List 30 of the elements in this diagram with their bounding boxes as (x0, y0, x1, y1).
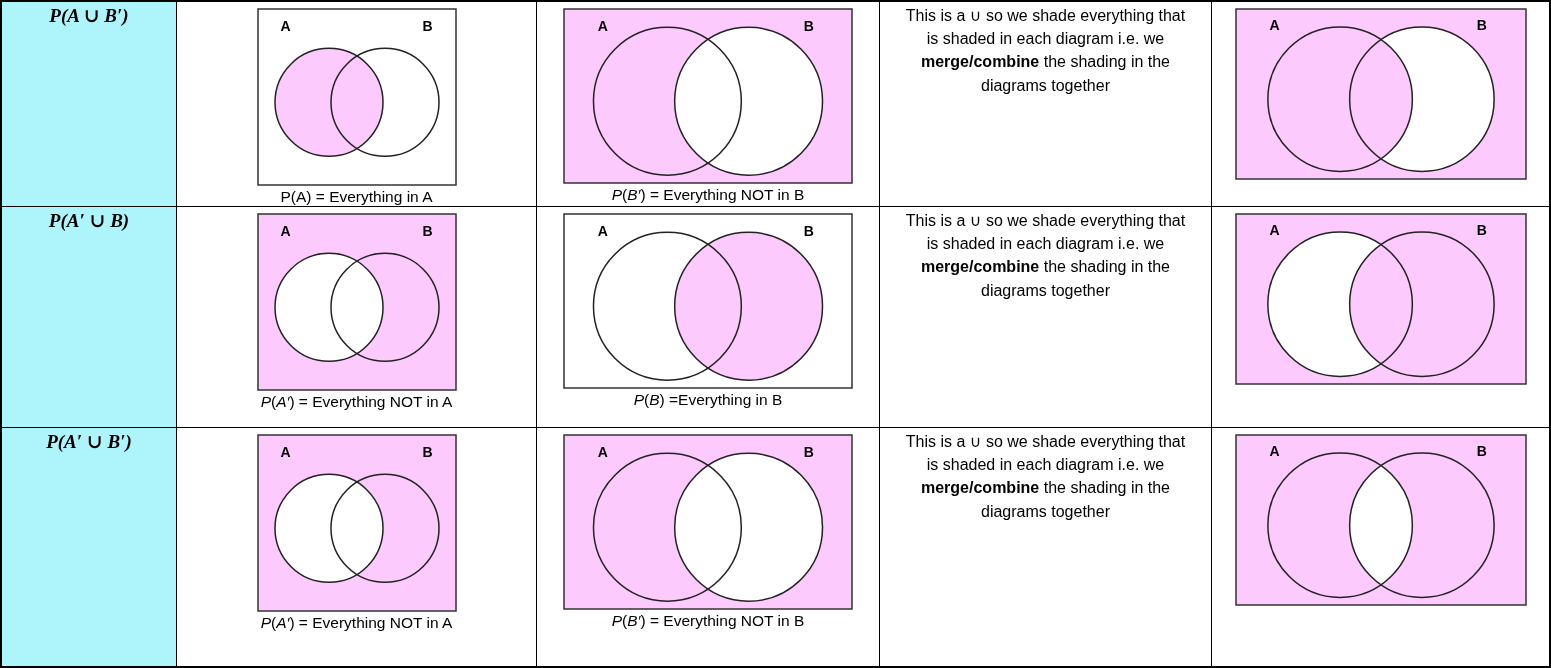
set-expression: P(A ∪ B′) (49, 4, 129, 27)
explanation-text: This is a ∪ so we shade everything that is shaded in each diagram i.e. we merge/combine the shading in the diagrams together (904, 432, 1187, 522)
set-label: B (1476, 444, 1487, 459)
explanation-text: This is a ∪ so we shade everything that is shaded in each diagram i.e. we merge/combine the shading in the diagrams together (904, 6, 1187, 96)
venn-caption: P(B′) = Everything NOT in B (611, 612, 805, 630)
set-label: A (597, 223, 608, 238)
venn-caption: P(B) =Everything in B (633, 391, 783, 409)
set-expression: P(A′ ∪ B) (48, 209, 130, 232)
set-label: A (597, 444, 608, 459)
set-expression: P(A′ ∪ B′) (46, 430, 132, 453)
set-label: A (1269, 223, 1280, 238)
explanation-text: This is a ∪ so we shade everything that is shaded in each diagram i.e. we merge/combine the shading in the diagrams together (904, 211, 1187, 301)
set-label: B (1476, 223, 1487, 238)
set-label: A (280, 444, 291, 459)
set-label: B (803, 223, 814, 238)
set-label: B (422, 223, 433, 238)
set-label: A (280, 223, 291, 238)
venn-caption: P(A′) = Everything NOT in A (260, 614, 453, 632)
set-label: B (422, 444, 433, 459)
set-label: B (422, 18, 433, 33)
set-label: A (1269, 18, 1280, 33)
venn-caption: P(A′) = Everything NOT in A (260, 393, 453, 411)
venn-caption: P(A) = Everything in A (280, 188, 433, 206)
set-label: B (803, 444, 814, 459)
set-label: B (1476, 18, 1487, 33)
venn-caption: P(B′) = Everything NOT in B (611, 186, 805, 204)
set-label: B (803, 18, 814, 33)
set-label: A (1269, 444, 1280, 459)
set-label: A (597, 18, 608, 33)
set-label: A (280, 18, 291, 33)
